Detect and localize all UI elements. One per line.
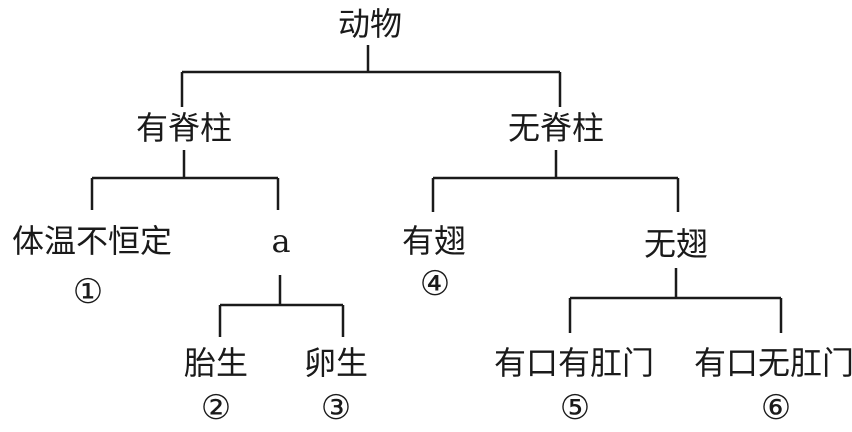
mark-1: ① bbox=[72, 272, 104, 312]
node-has-wings: 有翅 bbox=[401, 222, 467, 260]
node-vertebrate: 有脊柱 bbox=[135, 109, 233, 147]
node-a: a bbox=[271, 222, 291, 260]
node-root: 动物 bbox=[337, 5, 403, 43]
node-oviparous: 卵生 bbox=[303, 344, 369, 382]
node-invertebrate: 无脊柱 bbox=[507, 109, 605, 147]
mark-4: ④ bbox=[419, 264, 451, 304]
node-temp-not-constant: 体温不恒定 bbox=[11, 222, 173, 260]
mark-5: ⑤ bbox=[559, 388, 591, 428]
node-mouth-no-anus: 有口无肛门 bbox=[693, 344, 852, 382]
mark-3: ③ bbox=[320, 388, 352, 428]
node-no-wings: 无翅 bbox=[643, 225, 709, 263]
node-mouth-with-anus: 有口有肛门 bbox=[493, 344, 655, 382]
node-viviparous: 胎生 bbox=[183, 344, 249, 382]
mark-2: ② bbox=[200, 388, 232, 428]
mark-6: ⑥ bbox=[760, 388, 792, 428]
